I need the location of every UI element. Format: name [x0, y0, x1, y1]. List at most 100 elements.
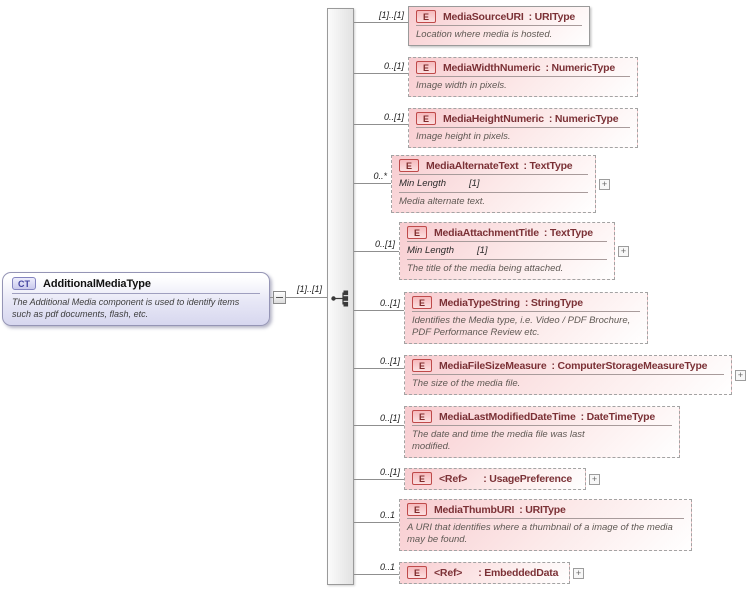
element-type: : URIType: [528, 10, 576, 23]
cardinality-label: [1]..[1]: [378, 10, 404, 20]
element-name: MediaFileSizeMeasure: [439, 359, 547, 372]
element-icon: E: [416, 10, 436, 23]
cardinality-label: 0..[1]: [383, 61, 404, 71]
element-type: : ComputerStorageMeasureType: [551, 359, 708, 372]
divider: [412, 425, 672, 426]
element-row: E<Ref>: EmbeddedData: [399, 562, 584, 584]
element-description: Identifies the Media type, i.e. Video / …: [412, 315, 631, 338]
expand-icon[interactable]: [599, 178, 610, 190]
element-type: : EmbeddedData: [478, 566, 559, 579]
connector-line: [354, 425, 404, 426]
connector-line: [354, 574, 399, 575]
divider: [407, 518, 684, 519]
complex-type-icon: CT: [12, 277, 36, 290]
element-name: MediaSourceURI: [443, 10, 524, 23]
element-icon: E: [416, 61, 436, 74]
expand-icon[interactable]: [618, 245, 629, 257]
element-node-computerstoragemeasuretype[interactable]: E MediaFileSizeMeasure : ComputerStorageMe…: [404, 355, 732, 395]
element-row: E MediaFileSizeMeasure : ComputerStorageMe…: [404, 355, 746, 395]
connector-line: [354, 251, 399, 252]
element-name: MediaWidthNumeric: [443, 61, 541, 74]
element-type: : StringType: [524, 296, 583, 309]
element-title: E MediaSourceURI : URIType: [416, 10, 582, 23]
element-description: The title of the media being attached.: [407, 263, 564, 274]
cardinality-label: 0..[1]: [379, 298, 400, 308]
expand-icon[interactable]: [589, 473, 600, 485]
divider: [416, 76, 630, 77]
divider: [416, 127, 630, 128]
connector-line: [270, 297, 327, 298]
divider: [399, 174, 588, 175]
cardinality-label: 0..1: [379, 510, 395, 520]
cardinality-label: 0..*: [373, 171, 387, 181]
element-name: MediaHeightNumeric: [443, 112, 544, 125]
complex-type-node[interactable]: CT AdditionalMediaType The Additional Me…: [2, 272, 270, 326]
expand-icon[interactable]: [735, 369, 746, 381]
facet-value: [1]: [477, 245, 488, 256]
sequence-icon[interactable]: [330, 289, 352, 308]
element-title: E<Ref>: EmbeddedData: [407, 566, 562, 579]
facet-name: Min Length: [407, 245, 455, 256]
connector-line: [354, 479, 404, 480]
divider: [12, 293, 260, 294]
element-icon: E: [412, 296, 432, 309]
connector-line: [354, 368, 404, 369]
connector-line: [354, 522, 399, 523]
element-description: Image width in pixels.: [416, 80, 507, 91]
element-icon: E: [416, 112, 436, 125]
divider: [416, 25, 582, 26]
facet-name: Min Length: [399, 178, 447, 189]
element-name: MediaAttachmentTitle: [434, 226, 539, 239]
element-description: The date and time the media file was las…: [412, 429, 585, 452]
collapse-icon[interactable]: [273, 291, 286, 304]
cardinality-label: 0..[1]: [374, 239, 395, 249]
complex-type-name: AdditionalMediaType: [43, 277, 151, 290]
element-description: Image height in pixels.: [416, 131, 511, 142]
divider: [412, 374, 724, 375]
cardinality-label: [1]..[1]: [296, 284, 322, 294]
facet-min-length: Min Length[1]: [399, 177, 588, 190]
element-title: E<Ref>: UsagePreference: [412, 472, 578, 485]
facet-min-length: Min Length [1]: [407, 244, 607, 257]
element-name: MediaLastModifiedDateTime: [439, 410, 576, 423]
connector-line: [354, 22, 408, 23]
element-node-usagepreference[interactable]: E<Ref>: UsagePreference: [404, 468, 586, 490]
divider: [412, 311, 640, 312]
element-node-embeddeddata[interactable]: E<Ref>: EmbeddedData: [399, 562, 570, 584]
cardinality-label: 0..[1]: [383, 112, 404, 122]
element-title: E MediaFileSizeMeasure : ComputerStorageMe…: [412, 359, 724, 372]
complex-type-description: The Additional Media component is used t…: [12, 297, 240, 319]
element-icon: E: [412, 359, 432, 372]
element-description: A URI that identifies where a thumbnail …: [407, 522, 673, 545]
element-name: <Ref>: [434, 566, 463, 579]
element-type: : TextType: [523, 159, 573, 172]
element-icon: E: [412, 410, 432, 423]
element-icon: E: [399, 159, 419, 172]
element-type: : URIType: [519, 503, 566, 516]
element-icon: E: [407, 503, 427, 516]
element-icon: E: [412, 472, 432, 485]
cardinality-label: 0..[1]: [379, 413, 400, 423]
connector-line: [354, 124, 408, 125]
expand-icon[interactable]: [573, 567, 584, 579]
